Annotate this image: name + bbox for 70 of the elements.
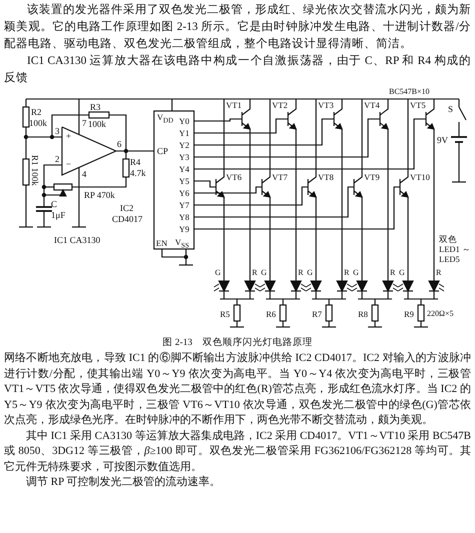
pin-name: Y2 [179, 140, 190, 150]
transistor-label: VT7 [272, 172, 288, 182]
component-label: R6 [266, 309, 276, 319]
component-label: 4.7k [130, 168, 146, 178]
pin-name: V$_{DD}$ [157, 112, 174, 126]
component-label: C [51, 199, 58, 209]
component-label: R8 [358, 309, 368, 319]
led-color-label: R [252, 268, 258, 278]
component-label: RP 470k [84, 190, 115, 200]
paragraph: IC1 CA3130 运算放大器在该电路中构成一个自激振荡器，由于 C、RP 和 R4 构成的反馈 [4, 53, 471, 86]
pin-name: Y5 [179, 176, 190, 186]
paragraph: 该装置的发光器件采用了双色发光二极管，形成红、绿光依次交替流水闪光，颇为新颖美观。它的电路工作原理如图 2-13 所示。它是由时钟脉冲发生电路、十进制计数器/分配器电路、驱动电路、双色发光二极管组成，整个电路设计显得清晰、简洁。 [4, 2, 471, 52]
led-color-label: G [399, 268, 405, 278]
led-color-label: R [436, 268, 442, 278]
transistor-label: VT10 [410, 172, 430, 182]
led-color-label: G [307, 268, 313, 278]
transistor-label: VT3 [318, 100, 334, 110]
pin-name: Y8 [179, 212, 190, 222]
pin-number: 6 [117, 139, 122, 149]
chip-label: IC1 CA3130 [54, 235, 100, 245]
transistor-label: VT6 [226, 172, 242, 182]
part-number: BC547B×10 [389, 87, 430, 97]
transistor-label: VT2 [272, 100, 288, 110]
component-label: 9V [437, 135, 448, 145]
transistor-label: VT9 [364, 172, 380, 182]
pin-name: CP [157, 146, 168, 156]
chip-label: CD4017 [112, 214, 143, 224]
pin-name: Y4 [179, 164, 190, 174]
transistor-label: VT5 [410, 100, 426, 110]
figure-caption: 图 2-13 双色顺序闪光灯电路原理 [162, 336, 314, 350]
transistor-label: VT8 [318, 172, 334, 182]
pin-number: 4 [82, 169, 86, 179]
pin-name: EN [156, 238, 168, 248]
component-label: R3 [90, 102, 101, 112]
led-color-label: G [261, 268, 267, 278]
transistor-label: VT1 [226, 100, 242, 110]
component-label: R7 [312, 309, 322, 319]
pin-name: Y7 [179, 200, 190, 210]
component-label: 100k [29, 118, 47, 128]
pin-name: V$_{SS}$ [175, 237, 190, 251]
component-label: R1 100k [30, 155, 40, 186]
led-color-label: R [298, 268, 304, 278]
led-color-label: R [344, 268, 350, 278]
led-color-label: R [390, 268, 396, 278]
paragraph: 调节 RP 可控制发光二极管的流动速率。 [25, 475, 222, 490]
polarity-sign: + [66, 131, 72, 141]
led-color-label: G [215, 268, 221, 278]
component-label: 双色 LED1 ～LED5 [439, 234, 472, 264]
pin-name: Y3 [179, 152, 190, 162]
pin-name: Y6 [179, 188, 190, 198]
component-label: R9 [404, 309, 414, 319]
component-value: 220Ω×5 [427, 309, 454, 319]
pin-name: Y1 [179, 128, 190, 138]
pin-name: Y0 [179, 116, 190, 126]
chip-label: IC2 [120, 203, 134, 213]
polarity-sign: − [66, 159, 72, 169]
component-label: 1μF [51, 210, 66, 220]
transistor-label: VT4 [364, 100, 380, 110]
component-label: S [448, 104, 454, 114]
paragraph: 其中 IC1 采用 CA3130 等运算放大器集成电路，IC2 采用 CD4017。VT1～VT10 采用 BC547B 或 8050、3DG12 等三极管，β≥100 即可。双色发光二极管采用 FG362106/FG362128 等均可。其它元件无特殊要求，可按图示数值选用。 [4, 428, 471, 474]
pin-number: 7 [82, 118, 86, 128]
pin-name: Y9 [179, 224, 190, 234]
component-label: 100k [88, 119, 106, 129]
paragraph: 网络不断地充放电，导致 IC1 的⑥脚不断输出方波脉冲供给 IC2 CD4017。IC2 对输入的方波脉冲进行计数/分配，使其输出端 Y0～Y9 依次变为高电平。当 Y0～Y4 依次变为高电平时，三极管 VT1～VT5 依次导通，使得双色发光二极管中的红色(R)管芯点亮，形成红色流水灯序。当 IC2 的 Y5～Y9 依次变为高电平时，三极管 VT6～VT10 依次导通，双色发光二极管中的绿色(G)管芯依次点亮，形成绿色光序。在时钟脉冲的不断作用下，两色光带不断交替流动，颇为美观。 [4, 351, 471, 428]
pin-number: 2 [55, 154, 60, 164]
led-color-label: G [353, 268, 359, 278]
pin-number: 3 [55, 126, 60, 136]
component-label: R4 [130, 157, 141, 167]
component-label: R2 [31, 107, 42, 117]
component-label: R5 [220, 309, 230, 319]
